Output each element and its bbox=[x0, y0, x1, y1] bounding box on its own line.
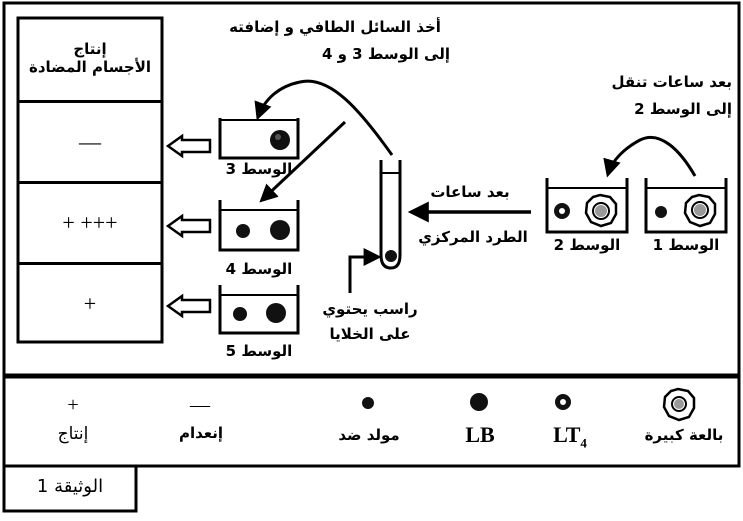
hollow-arrow-5 bbox=[165, 293, 212, 319]
supernatant-arrow-m4 bbox=[259, 120, 347, 203]
table-row-m5: + bbox=[18, 262, 162, 343]
lt-label-text: LT bbox=[553, 422, 581, 447]
medium-2-container bbox=[545, 178, 629, 234]
absence-symbol: — bbox=[190, 394, 210, 416]
medium-4-label: الوسط 4 bbox=[225, 260, 293, 278]
supernatant-label-line2: إلى الوسط 3 و 4 bbox=[321, 45, 450, 63]
medium-5-container bbox=[218, 285, 300, 335]
result-m4: + +++ bbox=[62, 210, 118, 235]
production-label: إنتاج bbox=[57, 424, 89, 444]
medium-4-container bbox=[218, 200, 300, 252]
absence-label: إنعدام bbox=[178, 424, 224, 442]
antigen-legend-icon bbox=[362, 397, 374, 409]
macrophage-legend-icon bbox=[662, 387, 696, 422]
antigen-label: مولد ضد bbox=[338, 426, 400, 444]
result-m5: + bbox=[83, 291, 97, 316]
antigen-m4 bbox=[236, 224, 250, 238]
cell-pellet bbox=[385, 250, 397, 262]
transfer-label-line1: بعد ساعات تنقل bbox=[611, 73, 732, 91]
pellet-label-line2: على الخلايا bbox=[329, 325, 411, 343]
lt4-label: LT4 bbox=[540, 422, 600, 451]
macrophage-m2 bbox=[584, 193, 618, 228]
supernatant-arrow bbox=[254, 79, 394, 156]
lb-cell-m4 bbox=[270, 220, 290, 240]
medium-1-container bbox=[644, 178, 728, 234]
table-header: إنتاج الأجسام المضادة bbox=[18, 18, 162, 98]
medium-2-label: الوسط 2 bbox=[553, 236, 621, 254]
medium-1-label: الوسط 1 bbox=[652, 236, 720, 254]
pellet-pointer bbox=[348, 248, 382, 293]
macrophage-m1 bbox=[683, 193, 717, 228]
result-m3: — bbox=[79, 129, 101, 154]
pellet-label-line1: راسب يحتوي bbox=[322, 300, 418, 318]
centrifuge-label-line2: الطرد المركزي bbox=[418, 228, 528, 246]
caption-frame bbox=[2, 464, 138, 513]
antigen-m1 bbox=[655, 206, 667, 218]
table-header-line1: إنتاج bbox=[73, 40, 107, 58]
lb-legend-icon bbox=[470, 393, 488, 411]
hollow-arrow-4 bbox=[165, 213, 212, 239]
lb-cell-m5 bbox=[266, 303, 286, 323]
centrifuge-label-line1: بعد ساعات bbox=[430, 183, 510, 201]
lt-label-subscript: 4 bbox=[580, 435, 587, 451]
antigen-m5 bbox=[233, 307, 247, 321]
medium-3-label: الوسط 3 bbox=[225, 160, 293, 178]
document-caption: الوثيقة 1 bbox=[36, 476, 104, 497]
results-table-frame bbox=[16, 16, 164, 344]
main-frame bbox=[2, 1, 741, 377]
lb-label: LB bbox=[465, 422, 495, 447]
macrophage-label: بالعة كبيرة bbox=[644, 426, 724, 444]
table-row-m3: — bbox=[18, 100, 162, 181]
production-symbol: + bbox=[67, 394, 79, 416]
hollow-arrow-3 bbox=[165, 133, 212, 159]
legend-frame bbox=[2, 375, 741, 468]
transfer-arrow bbox=[603, 136, 697, 178]
transfer-label-line2: إلى الوسط 2 bbox=[634, 100, 732, 118]
lb-cell-m3 bbox=[270, 130, 290, 150]
supernatant-label-line1: أخذ السائل الطافي و إضافته bbox=[229, 18, 441, 36]
table-row-m4: + +++ bbox=[18, 181, 162, 262]
medium-5-label: الوسط 5 bbox=[225, 342, 293, 360]
table-header-line2: الأجسام المضادة bbox=[28, 58, 152, 76]
